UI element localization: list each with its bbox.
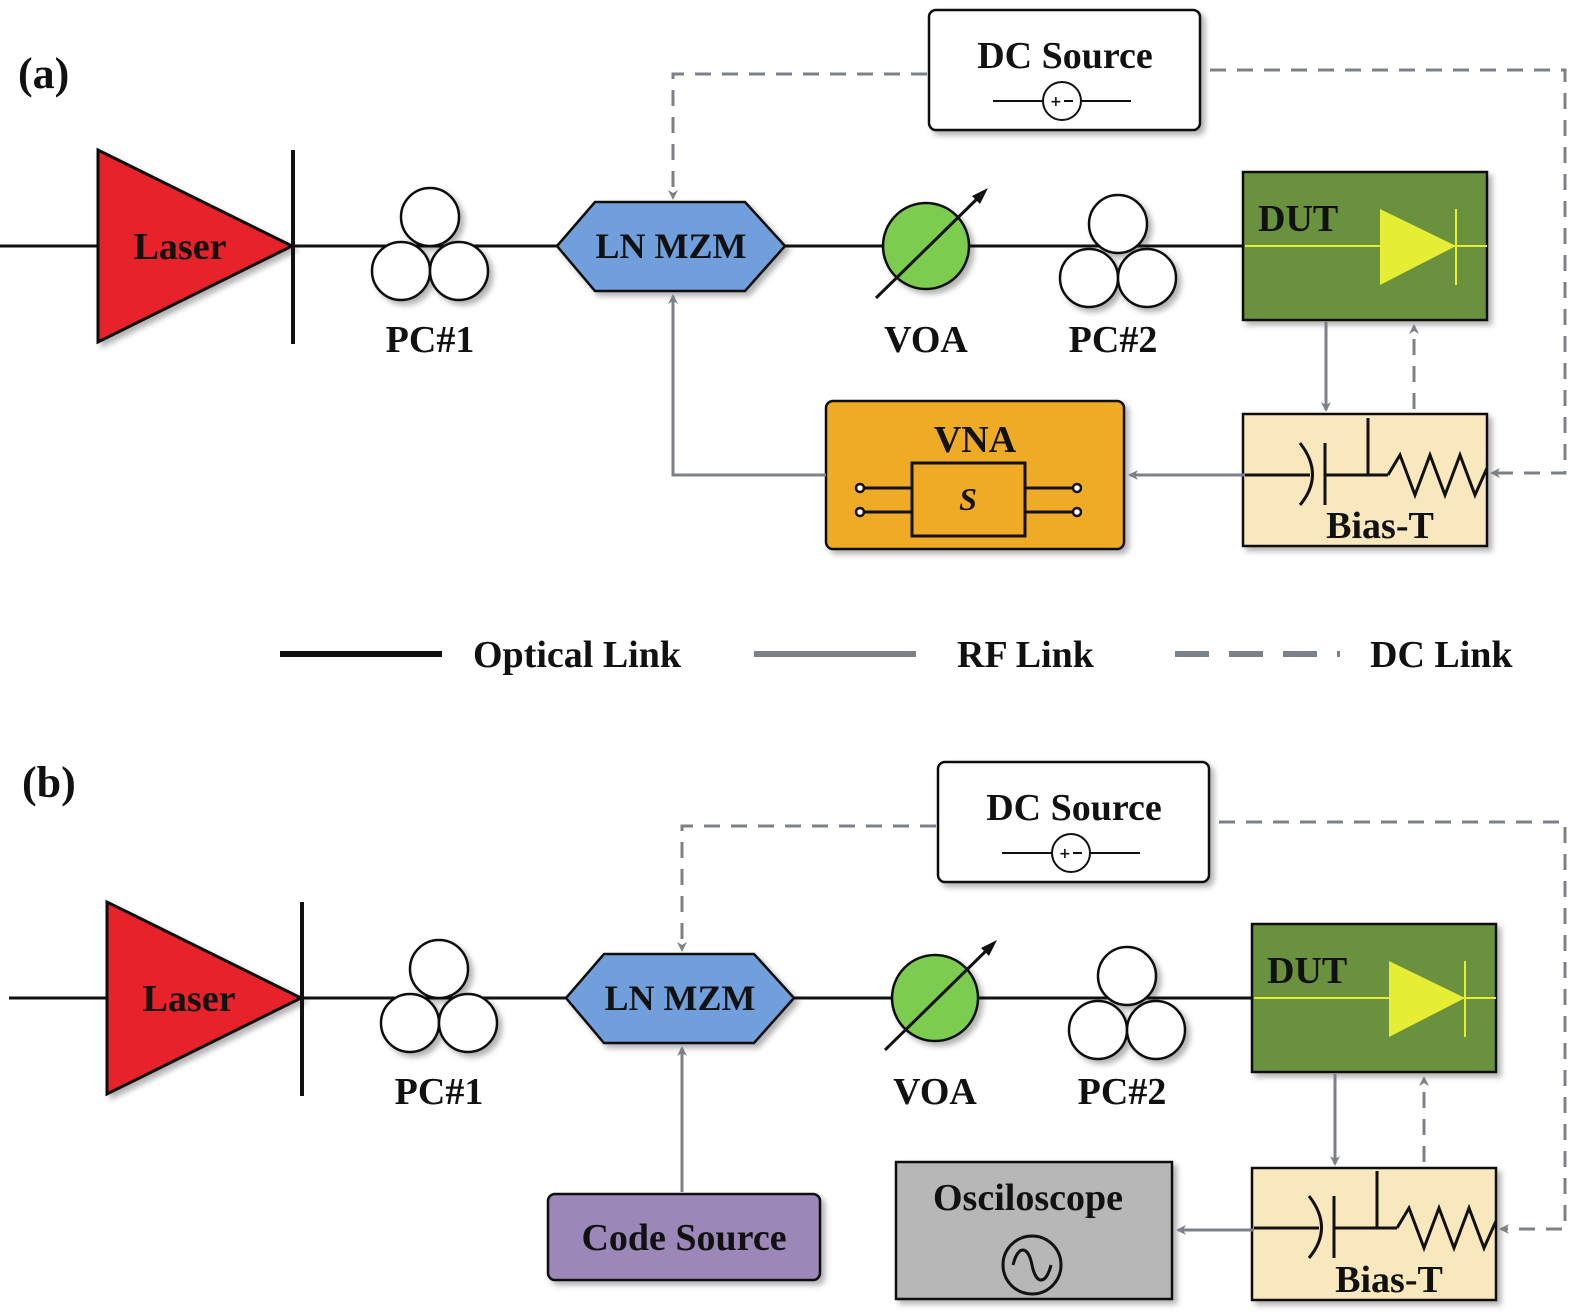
plus-sign: + — [1050, 94, 1062, 110]
polarization-controller-1[interactable]: PC#1 — [379, 938, 499, 1113]
laser-triangle-icon — [105, 899, 305, 1097]
bias-tee[interactable]: Bias-T — [1250, 1166, 1498, 1302]
code-source[interactable]: Code Source — [546, 1192, 822, 1282]
dut[interactable]: DUT — [1250, 922, 1498, 1074]
oscilloscope-label: Osciloscope — [933, 1177, 1123, 1219]
capacitor-icon — [1298, 442, 1314, 506]
vna-label: VNA — [934, 419, 1017, 461]
dut[interactable]: DUT — [1241, 170, 1489, 322]
polarization-controller-2[interactable]: PC#2 — [1067, 945, 1187, 1113]
legend-optical-label: Optical Link — [473, 634, 682, 676]
dc-link-source-to-biast — [1210, 68, 1567, 478]
dc-voltage-icon — [1042, 81, 1082, 121]
port-terminal-icon — [854, 482, 866, 494]
pc-loop-icon — [1067, 999, 1129, 1061]
laser-label: Laser — [143, 978, 236, 1020]
variable-arrow-icon — [883, 944, 993, 1052]
legend-rf-label: RF Link — [957, 634, 1095, 676]
polarization-controller-2[interactable]: PC#2 — [1058, 193, 1178, 361]
dc-link-source-to-biast — [1219, 820, 1567, 1234]
photodiode-icon — [1389, 961, 1465, 1037]
dc-link-source-to-mzm — [677, 824, 936, 952]
laser-triangle-icon — [96, 147, 296, 345]
capacitor-icon — [1307, 1195, 1323, 1259]
polarization-controller-1[interactable]: PC#1 — [370, 186, 490, 361]
ln-mzm[interactable]: LN MZM — [564, 952, 796, 1045]
laser-label: Laser — [134, 226, 227, 268]
resistor-icon — [1386, 450, 1489, 500]
dut-label: DUT — [1267, 950, 1347, 992]
mzm-hexagon — [555, 200, 787, 293]
dc-source[interactable]: DC Source + — [927, 8, 1202, 132]
bias-tee[interactable]: Bias-T — [1241, 412, 1489, 548]
pc-loop-icon — [379, 992, 441, 1054]
oscilloscope-box — [894, 1160, 1174, 1301]
arrowhead-icon — [972, 188, 988, 204]
dc-source[interactable]: DC Source + — [936, 760, 1211, 884]
code-source-box — [546, 1192, 822, 1282]
ln-mzm[interactable]: LN MZM — [555, 200, 787, 293]
pc2-label: PC#2 — [1078, 1071, 1167, 1113]
pc-loop-icon — [408, 938, 470, 1000]
pc-loop-icon — [428, 240, 490, 302]
panel-b: (b) Laser PC#1 LN MZM VOA — [9, 758, 1567, 1302]
s-parameter-block-icon — [910, 461, 1027, 538]
pc-loop-icon — [1058, 247, 1120, 309]
voa[interactable]: VOA — [883, 940, 997, 1113]
panel-b-label: (b) — [22, 758, 76, 807]
pc-loop-icon — [399, 186, 461, 248]
pc-loop-icon — [1125, 999, 1187, 1061]
rf-link-vna-to-mzm — [668, 294, 826, 477]
panel-a: (a) Laser PC#1 LN MZM VOA — [0, 8, 1567, 551]
voa-label: VOA — [884, 319, 968, 361]
laser[interactable]: Laser — [105, 899, 305, 1097]
code-source-label: Code Source — [581, 1217, 786, 1259]
photodiode-icon — [1380, 209, 1456, 285]
voa-circle — [890, 953, 980, 1043]
pc1-label: PC#1 — [386, 319, 475, 361]
pc-loop-icon — [1087, 193, 1149, 255]
plus-sign: + — [1059, 846, 1071, 862]
oscilloscope[interactable]: Osciloscope — [894, 1160, 1174, 1301]
pc2-label: PC#2 — [1069, 319, 1158, 361]
vna[interactable]: VNA S — [824, 399, 1126, 551]
s-parameter-symbol: S — [959, 481, 977, 517]
dc-source-label: DC Source — [977, 35, 1153, 77]
laser[interactable]: Laser — [96, 147, 296, 345]
panel-a-label: (a) — [18, 49, 69, 98]
pc-loop-icon — [437, 992, 499, 1054]
pc-loop-icon — [1096, 945, 1158, 1007]
dc-link-source-to-mzm — [668, 72, 927, 200]
sine-wave-path — [1011, 1248, 1053, 1282]
dc-voltage-icon — [1051, 833, 1091, 873]
port-terminal-icon — [1071, 506, 1083, 518]
mzm-label: LN MZM — [605, 978, 756, 1018]
port-terminal-icon — [1071, 482, 1083, 494]
voa-circle — [881, 201, 971, 291]
bias-t-label: Bias-T — [1326, 505, 1434, 547]
resistor-icon — [1395, 1203, 1498, 1253]
port-terminal-icon — [854, 506, 866, 518]
pc-loop-icon — [370, 240, 432, 302]
bias-t-box — [1241, 412, 1489, 548]
mzm-hexagon — [564, 952, 796, 1045]
pc-loop-icon — [1116, 247, 1178, 309]
voa[interactable]: VOA — [874, 188, 988, 361]
dc-source-label: DC Source — [986, 787, 1162, 829]
pc1-label: PC#1 — [395, 1071, 484, 1113]
variable-arrow-icon — [874, 192, 984, 300]
legend: Optical Link RF Link DC Link — [280, 634, 1513, 676]
sine-wave-icon — [1001, 1234, 1063, 1296]
arrowhead-icon — [981, 940, 997, 956]
legend-dc-label: DC Link — [1370, 634, 1513, 676]
mzm-label: LN MZM — [596, 226, 747, 266]
dut-label: DUT — [1258, 198, 1338, 240]
bias-t-label: Bias-T — [1335, 1259, 1443, 1301]
voa-label: VOA — [893, 1071, 977, 1113]
bias-t-box — [1250, 1166, 1498, 1302]
